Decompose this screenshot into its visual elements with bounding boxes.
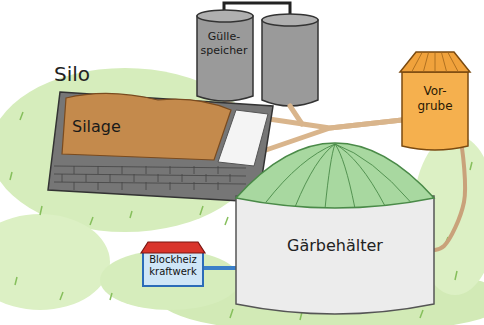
tank-top — [197, 10, 253, 22]
silo-wall — [48, 92, 273, 202]
pit-label: Vor- grube — [410, 84, 460, 114]
pre-pit: Vor- grube — [398, 48, 472, 152]
digester-outline — [232, 138, 438, 318]
dome-lines — [266, 144, 411, 208]
chp-body — [143, 252, 203, 286]
chp-roof — [141, 242, 205, 253]
tank-body — [197, 16, 253, 101]
slurry-tank: Gülle- speicher — [195, 8, 255, 104]
pipe-connector — [203, 266, 236, 270]
silage-heap — [62, 93, 231, 160]
roof-lines — [412, 52, 459, 72]
pit-body — [402, 72, 468, 150]
digester: Gärbehälter — [232, 138, 438, 318]
tank-body — [262, 20, 318, 106]
slurry-tank — [262, 14, 318, 106]
grass-patch — [0, 214, 110, 310]
tank-top — [262, 14, 318, 26]
chp-plant: Blockheiz kraftwerk — [140, 240, 206, 288]
silo-heading: Silo — [54, 62, 124, 86]
silage-label: Silage — [72, 118, 152, 136]
digester-label: Gärbehälter — [242, 236, 428, 255]
digester-body — [236, 196, 434, 314]
pipe-connector — [435, 148, 465, 250]
grass — [0, 68, 484, 325]
brick-pattern — [54, 166, 246, 190]
tank-label: Gülle- speicher — [196, 30, 252, 58]
grass-patch — [100, 250, 240, 310]
silo: SiloSilage — [48, 62, 276, 204]
pit-roof — [400, 52, 470, 72]
digester-dome — [236, 143, 434, 208]
chp-label: Blockheiz kraftwerk — [143, 254, 203, 278]
